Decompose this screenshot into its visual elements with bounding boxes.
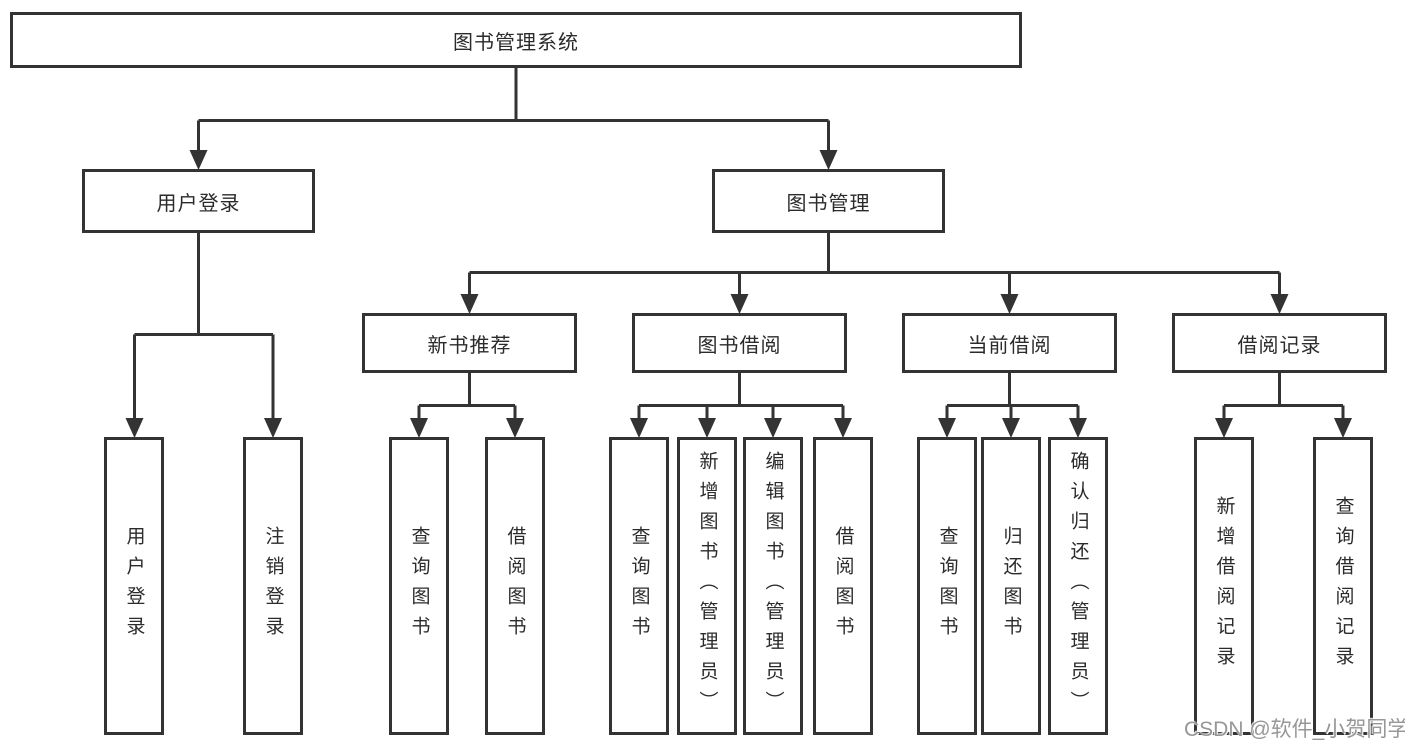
node-label: 图书管理: [786, 192, 871, 215]
node-user-login: 用户登录: [82, 169, 315, 233]
leaf-borrow-book-1: 借阅图书: [485, 437, 545, 735]
node-label: 用户登录: [123, 526, 145, 646]
node-book-borrow: 图书借阅: [632, 313, 847, 373]
leaf-user-login: 用户登录: [104, 437, 164, 735]
leaf-borrow-book-2: 借阅图书: [813, 437, 873, 735]
node-label: 查询借阅记录: [1332, 496, 1354, 676]
leaf-query-book-2: 查询图书: [609, 437, 669, 735]
leaf-query-book-3: 查询图书: [917, 437, 977, 735]
leaf-add-borrow-record: 新增借阅记录: [1194, 437, 1254, 735]
leaf-query-borrow-record: 查询借阅记录: [1313, 437, 1373, 735]
node-label: 查询图书: [408, 526, 430, 646]
node-label: 新增图书（管理员）: [696, 451, 718, 721]
node-label: 查询图书: [628, 526, 650, 646]
leaf-logout: 注销登录: [243, 437, 303, 735]
leaf-add-book-admin: 新增图书（管理员）: [677, 437, 737, 735]
arrowhead-down-icons: [125, 150, 1352, 438]
node-new-book-recommend: 新书推荐: [362, 313, 577, 373]
node-label: 借阅记录: [1237, 334, 1322, 357]
node-label: 图书借阅: [697, 334, 782, 357]
node-label: 当前借阅: [967, 334, 1052, 357]
node-label: 注销登录: [262, 526, 284, 646]
node-label: 编辑图书（管理员）: [762, 451, 784, 721]
leaf-query-book-1: 查询图书: [389, 437, 449, 735]
node-label: 查询图书: [936, 526, 958, 646]
node-root-system: 图书管理系统: [10, 12, 1022, 68]
leaf-confirm-return-admin: 确认归还（管理员）: [1048, 437, 1108, 735]
node-label: 新书推荐: [427, 334, 512, 357]
node-current-borrow: 当前借阅: [902, 313, 1117, 373]
leaf-return-book: 归还图书: [981, 437, 1041, 735]
node-label: 图书管理系统: [453, 31, 579, 54]
node-label: 借阅图书: [504, 526, 526, 646]
node-label: 借阅图书: [832, 526, 854, 646]
node-book-management: 图书管理: [712, 169, 945, 233]
node-label: 确认归还（管理员）: [1067, 451, 1089, 721]
node-label: 用户登录: [156, 192, 241, 215]
node-borrow-record: 借阅记录: [1172, 313, 1387, 373]
csdn-watermark: CSDN @软件_小贺同学: [1184, 718, 1405, 741]
node-label: 新增借阅记录: [1213, 496, 1235, 676]
node-label: 归还图书: [1000, 526, 1022, 646]
leaf-edit-book-admin: 编辑图书（管理员）: [743, 437, 803, 735]
